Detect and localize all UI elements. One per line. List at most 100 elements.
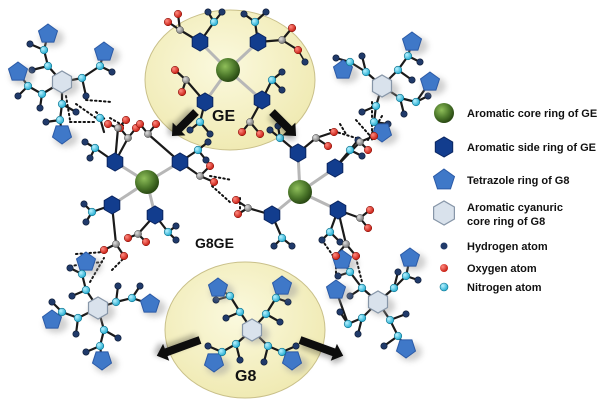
carbon-atom — [114, 124, 122, 132]
hydrogen-bond — [211, 185, 233, 205]
oxygen-atom — [99, 245, 109, 255]
nitrogen-atom — [90, 143, 100, 153]
hydrogen-atom — [114, 334, 122, 342]
carbon-atom — [356, 138, 364, 146]
arrow-shape — [156, 336, 202, 361]
nitrogen-atom — [39, 45, 49, 55]
carbon-atom — [342, 240, 350, 248]
arrow-shape — [298, 336, 344, 361]
nitrogen-atom — [395, 93, 405, 103]
oxygen-atom — [119, 251, 129, 261]
tetrazole-ring — [401, 31, 423, 51]
hydrogen-atom — [82, 218, 90, 226]
nitrogen-atom — [87, 207, 97, 217]
carbon-atom — [312, 134, 320, 142]
nitrogen-atom — [357, 283, 367, 293]
hydrogen-atom — [82, 348, 90, 356]
nitrogen-atom — [271, 293, 281, 303]
hydrogen-bond — [65, 95, 71, 121]
hydrogen-atom — [266, 126, 274, 134]
green-sphere-icon — [434, 103, 454, 123]
hydrogen-atom — [26, 40, 34, 48]
nitrogen-atom — [225, 291, 235, 301]
legend-label-line: Aromatic core ring of GE — [467, 108, 597, 120]
cyanuric-core-ring — [51, 70, 73, 94]
carbon-atom — [356, 214, 364, 222]
carbon-atom — [244, 204, 252, 212]
hydrogen-atom — [204, 8, 212, 16]
hydrogen-atom — [68, 292, 76, 300]
hydrogen-atom — [80, 200, 88, 208]
hydrogen-atom — [408, 76, 416, 84]
tetrazole-ring — [207, 277, 229, 297]
legend-label-line: Tetrazole ring of G8 — [467, 175, 569, 187]
hydrogen-atom — [82, 92, 90, 100]
hydrogen-atom — [204, 138, 212, 146]
nitrogen-atom — [73, 313, 83, 323]
carbon-atom — [176, 26, 184, 34]
aromatic-side-ring — [103, 195, 121, 215]
hydrogen-atom — [66, 264, 74, 272]
legend-label-line: core ring of G8 — [467, 216, 545, 228]
nitrogen-atom — [81, 285, 91, 295]
tetrazole-ring — [139, 293, 161, 313]
legend-label: Nitrogen atom — [467, 282, 542, 294]
carbon-atom — [246, 118, 254, 126]
legend-label-line: Aromatic side ring of GE — [467, 142, 596, 154]
hydrogen-atom — [270, 242, 278, 250]
oxygen-atom — [363, 223, 373, 233]
hydrogen-dot-icon — [440, 242, 448, 250]
g8ge-label: G8GE — [195, 235, 234, 251]
carbon-atom — [124, 134, 132, 142]
hydrogen-atom — [402, 310, 410, 318]
hydrogen-atom — [236, 356, 244, 364]
carbon-atom — [196, 172, 204, 180]
arrow-ge-to-right — [268, 109, 297, 140]
oxygen-atom — [163, 17, 173, 27]
hydrogen-atom — [358, 152, 366, 160]
oxygen-atom — [365, 205, 375, 215]
hydrogen-atom — [394, 268, 402, 276]
hydrogen-atom — [334, 272, 342, 280]
nitrogen-atom — [361, 67, 371, 77]
nitrogen-atom — [275, 133, 285, 143]
nitrogen-atom — [277, 347, 287, 357]
hydrogen-atom — [108, 68, 116, 76]
hydrogen-atom — [400, 110, 408, 118]
oxygen-atom — [209, 177, 219, 187]
hydrogen-atom — [218, 8, 226, 16]
navy-hexagon-icon — [434, 136, 454, 158]
nitrogen-atom — [95, 61, 105, 71]
legend-label-line: Nitrogen atom — [467, 282, 542, 294]
hydrogen-atom — [292, 342, 300, 350]
nitrogen-atom — [345, 267, 355, 277]
legend-label-line: Oxygen atom — [467, 263, 537, 275]
hydrogen-atom — [206, 130, 214, 138]
nitrogen-atom — [163, 227, 173, 237]
nitrogen-dot-icon — [439, 282, 449, 292]
nitrogen-atom — [77, 269, 87, 279]
aromatic-core-ring — [135, 170, 159, 194]
nitrogen-atom — [99, 325, 109, 335]
hydrogen-bond — [85, 99, 113, 103]
ge-label: GE — [212, 108, 235, 125]
aromatic-side-ring — [249, 32, 267, 52]
carbon-atom — [278, 36, 286, 44]
hydrogen-atom — [240, 10, 248, 18]
hydrogen-atom — [222, 314, 230, 322]
oxygen-atom — [237, 127, 247, 137]
hydrogen-atom — [86, 154, 94, 162]
nitrogen-atom — [263, 341, 273, 351]
hydrogen-atom — [262, 8, 270, 16]
aromatic-side-ring — [171, 152, 189, 172]
oxygen-atom — [170, 65, 180, 75]
nitrogen-atom — [55, 115, 65, 125]
oxygen-atom — [103, 119, 113, 129]
tetrazole-ring — [7, 61, 29, 81]
oxygen-atom — [205, 161, 215, 171]
nitrogen-atom — [267, 75, 277, 85]
arrow-layer — [153, 108, 345, 365]
oxygen-atom — [121, 115, 131, 125]
